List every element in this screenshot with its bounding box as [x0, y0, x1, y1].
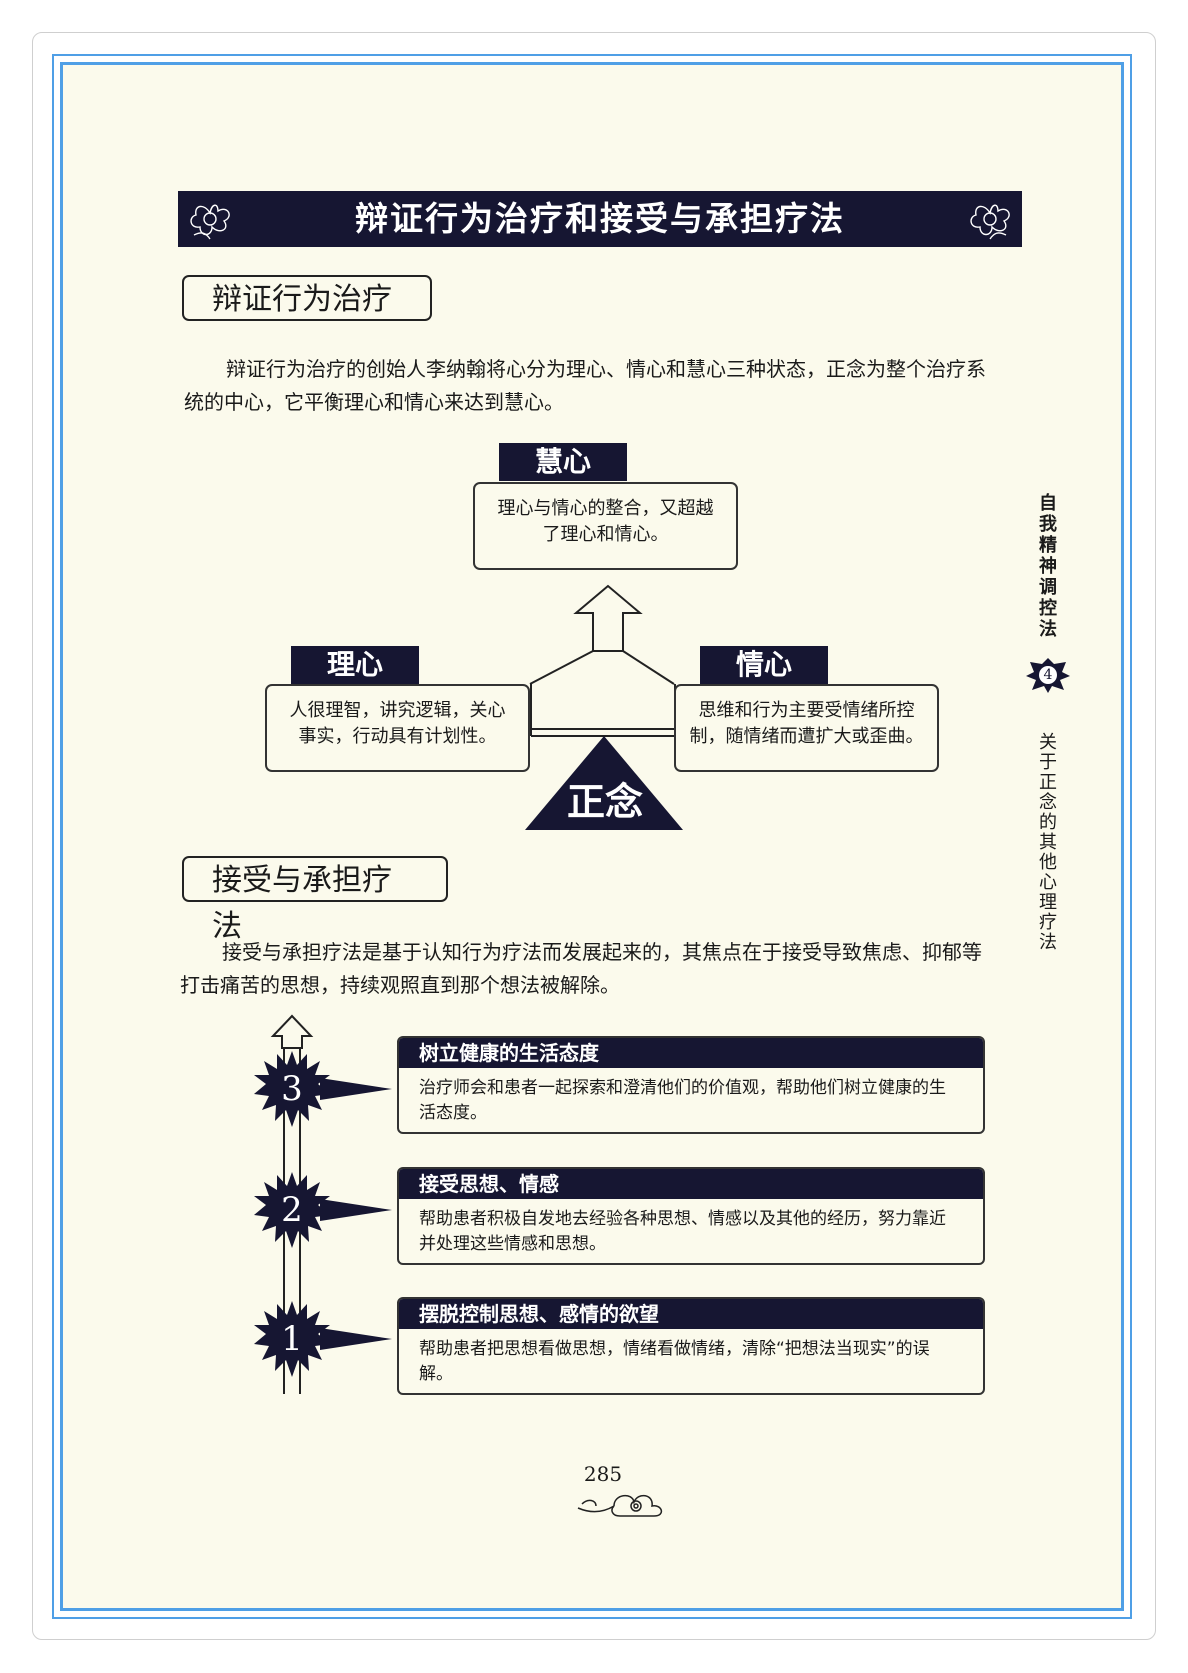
- step-badge-2: 2: [254, 1172, 330, 1248]
- emotion-mind-desc: 思维和行为主要受情绪所控制，随情绪而遭扩大或歪曲。: [689, 700, 924, 747]
- wise-mind-desc: 理心与情心的整合，又超越了理心和情心。: [497, 498, 714, 545]
- step-card-bar: [399, 1299, 983, 1329]
- page-number: 285: [583, 1462, 623, 1486]
- peony-ornament-left-icon: [190, 204, 230, 240]
- step-title: 树立健康的生活态度: [419, 1041, 599, 1065]
- sidebar-chapter-title: 关于正念的其他心理疗法: [1039, 732, 1057, 953]
- step-number: 3: [281, 1069, 303, 1109]
- step-title: 摆脱控制思想、感情的欲望: [419, 1302, 659, 1326]
- step-desc: 帮助患者积极自发地去经验各种思想、情感以及其他的经历，努力靠近并处理这些情感和思…: [419, 1209, 946, 1254]
- step-card-1: 摆脱控制思想、感情的欲望 帮助患者把思想看做思想，情绪看做情绪，清除“把想法当现…: [397, 1297, 985, 1395]
- step-card-3: 树立健康的生活态度 治疗师会和患者一起探索和澄清他们的价值观，帮助他们树立健康的…: [397, 1036, 985, 1134]
- step-card-bar: [399, 1038, 983, 1068]
- sidebar-book-title: 自我精神调控法: [1039, 493, 1057, 640]
- step-number: 1: [281, 1319, 303, 1359]
- step-desc: 帮助患者把思想看做思想，情绪看做情绪，清除“把想法当现实”的误解。: [419, 1339, 930, 1384]
- starburst-icon: [254, 1172, 330, 1248]
- step-card-2: 接受思想、情感 帮助患者积极自发地去经验各种思想、情感以及其他的经历，努力靠近并…: [397, 1167, 985, 1265]
- page-frame: [52, 54, 1132, 1619]
- step-card-bar: [399, 1169, 983, 1199]
- reason-mind-desc: 人很理智，讲究逻辑，关心事实，行动具有计划性。: [289, 700, 506, 747]
- mindfulness-label: 正念: [566, 780, 643, 824]
- section1-paragraph: 辩证行为治疗的创始人李纳翰将心分为理心、情心和慧心三种状态，正念为整个治疗系统的…: [184, 357, 986, 414]
- emotion-mind-box: 思维和行为主要受情绪所控制，随情绪而遭扩大或歪曲。: [674, 684, 939, 772]
- wise-mind-box: 理心与情心的整合，又超越了理心和情心。: [473, 482, 738, 570]
- reason-mind-box: 人很理智，讲究逻辑，关心事实，行动具有计划性。: [265, 684, 530, 772]
- step-badge-3: 3: [254, 1051, 330, 1127]
- wise-mind-label: 慧心: [499, 443, 627, 481]
- starburst-icon: [254, 1301, 330, 1377]
- chapter-number: 4: [1043, 667, 1053, 683]
- leaf-emblem-icon: [1026, 658, 1070, 693]
- banner-title: 辩证行为治疗和接受与承担疗法: [355, 199, 845, 238]
- chapter-banner: 辩证行为治疗和接受与承担疗法: [178, 191, 1022, 247]
- section2-heading: 接受与承担疗法: [182, 856, 448, 944]
- step-number: 2: [281, 1190, 303, 1230]
- step-title: 接受思想、情感: [419, 1172, 559, 1196]
- starburst-icon: [254, 1051, 330, 1127]
- peony-ornament-right-icon: [970, 204, 1010, 240]
- emotion-mind-label: 情心: [700, 646, 828, 684]
- step-badge-1: 1: [254, 1301, 330, 1377]
- cloud-ornament-icon: [577, 1494, 663, 1517]
- reason-mind-label: 理心: [291, 646, 419, 684]
- section2-paragraph: 接受与承担疗法是基于认知行为疗法而发展起来的，其焦点在于接受导致焦虑、抑郁等打击…: [180, 940, 982, 997]
- chapter-badge: 4: [1026, 656, 1070, 694]
- step-desc: 治疗师会和患者一起探索和澄清他们的价值观，帮助他们树立健康的生活态度。: [419, 1078, 946, 1123]
- section1-heading: 辩证行为治疗: [182, 275, 432, 321]
